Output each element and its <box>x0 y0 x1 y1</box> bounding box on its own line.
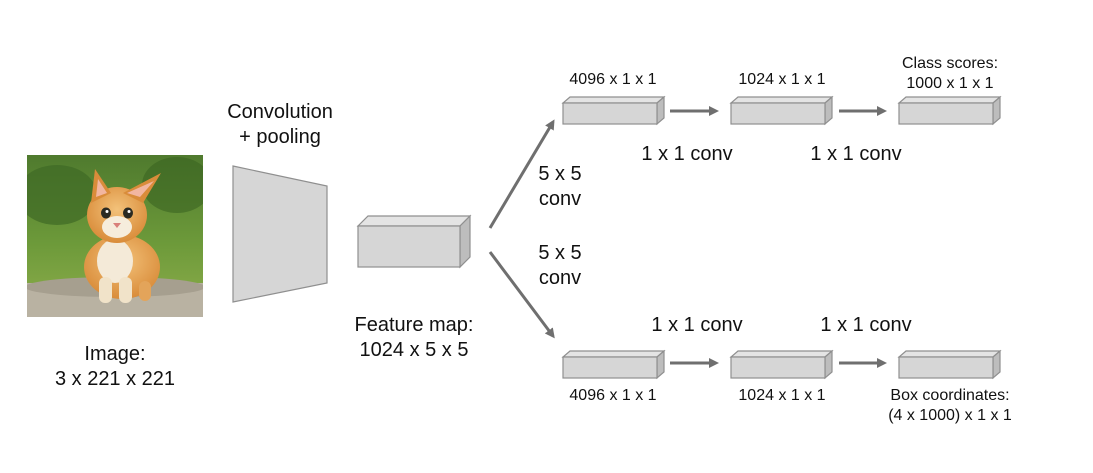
kitten-image <box>27 155 203 317</box>
feature-map-dims: 1024 x 5 x 5 <box>359 339 469 361</box>
bottom-box-1024-label: 1024 x 1 x 1 <box>738 387 826 404</box>
bottom-5x5-conv-label: 5 x 5 conv <box>525 241 595 291</box>
top-box-1024-label: 1024 x 1 x 1 <box>738 71 826 88</box>
conv-pooling-line1: Convolution <box>227 101 333 123</box>
bottom-5x5-line1: 5 x 5 <box>538 242 582 264</box>
arrow-to-top-branch <box>488 119 555 229</box>
top-5x5-line2: conv <box>538 188 582 210</box>
feature-map-box <box>356 214 472 269</box>
image-label-dims: 3 x 221 x 221 <box>54 368 176 390</box>
bottom-5x5-line2: conv <box>538 267 582 289</box>
bottom-box-4096 <box>561 349 666 380</box>
top-5x5-line1: 5 x 5 <box>538 163 582 185</box>
top-box-4096 <box>561 95 666 126</box>
arrow-to-bottom-branch <box>488 251 555 339</box>
feature-map-title: Feature map: <box>354 314 474 336</box>
feature-map-label: Feature map: 1024 x 5 x 5 <box>334 313 494 363</box>
top-box-4096-label: 4096 x 1 x 1 <box>569 71 657 88</box>
top-1x1-conv-label-2: 1 x 1 conv <box>810 143 902 165</box>
box-coordinates-dims: (4 x 1000) x 1 x 1 <box>888 407 1012 424</box>
class-scores-title: Class scores: <box>901 55 999 72</box>
top-box-class-scores <box>897 95 1002 126</box>
box-coordinates-label: Box coordinates: (4 x 1000) x 1 x 1 <box>862 386 1038 426</box>
bottom-box-1024 <box>729 349 834 380</box>
bottom-1x1-conv-label-1: 1 x 1 conv <box>651 314 743 336</box>
class-scores-label: Class scores: 1000 x 1 x 1 <box>880 54 1020 94</box>
image-label: Image: 3 x 221 x 221 <box>30 342 200 392</box>
image-label-title: Image: <box>84 343 146 365</box>
conv-pooling-label: Convolution + pooling <box>205 100 355 150</box>
top-5x5-conv-label: 5 x 5 conv <box>525 162 595 212</box>
conv-pooling-block <box>232 165 328 303</box>
bottom-1x1-conv-label-2: 1 x 1 conv <box>820 314 912 336</box>
bottom-box-4096-label: 4096 x 1 x 1 <box>569 387 657 404</box>
conv-pooling-line2: + pooling <box>239 126 321 148</box>
top-box-1024 <box>729 95 834 126</box>
class-scores-dims: 1000 x 1 x 1 <box>906 75 994 92</box>
box-coordinates-title: Box coordinates: <box>890 387 1010 404</box>
top-1x1-conv-label-1: 1 x 1 conv <box>641 143 733 165</box>
bottom-box-coordinates <box>897 349 1002 380</box>
